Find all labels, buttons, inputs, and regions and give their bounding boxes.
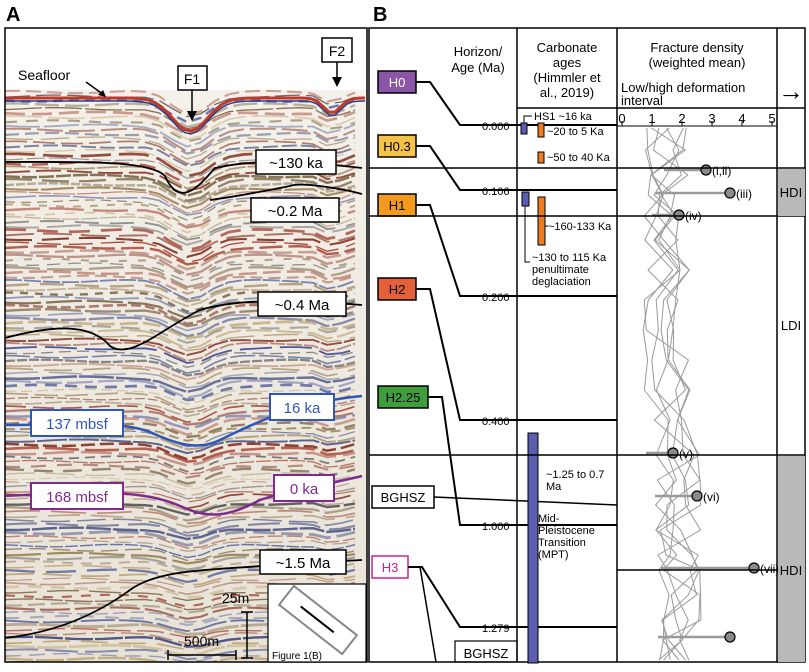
fracture-point xyxy=(700,164,712,176)
age-label: 1.000 xyxy=(482,521,510,533)
fracture-tick-label: 3 xyxy=(708,111,715,126)
interval-label: HDI xyxy=(780,185,802,200)
hdi-band-1 xyxy=(778,169,805,216)
scale-vertical-label: 25m xyxy=(222,590,249,606)
fracture-header: Fracture density(weighted mean) Low/high… xyxy=(621,40,745,108)
fracture-point-label: (vii) xyxy=(760,562,779,576)
horizon-label-box xyxy=(255,149,337,175)
horizon-label: ~0.4 Ma xyxy=(275,297,330,314)
fracture-point xyxy=(724,187,736,199)
horizon-box-label: H2 xyxy=(389,282,406,297)
fracture-point xyxy=(724,631,736,643)
fault-f1-label: F1 xyxy=(184,71,201,87)
horizon-label-box xyxy=(250,197,340,223)
fracture-tick-label: 5 xyxy=(768,111,775,126)
age-label: 0.400 xyxy=(482,416,510,428)
horizon-age-header-text: Horizon/Age (Ma) xyxy=(451,44,504,75)
inset-footprint xyxy=(277,584,359,656)
horizon-0.2ma xyxy=(209,183,363,201)
age-label: 0.000 xyxy=(482,121,510,133)
carbonate-ages xyxy=(520,115,548,664)
fracture-point-label: (iii) xyxy=(736,187,752,201)
age-label: 1.279 xyxy=(482,623,510,635)
age-labels: 0.000 0.106 0.200 0.400 1.000 1.279 xyxy=(482,121,510,635)
arrow-icon: → xyxy=(778,76,804,106)
horizon-label-box xyxy=(259,549,347,575)
fracture-point-label: (i,ii) xyxy=(712,164,731,178)
horizon-label: ~0.2 Ma xyxy=(268,203,323,220)
panel-b-label: B xyxy=(373,4,387,26)
horizon-box-label: H3 xyxy=(382,560,399,575)
fracture-tick-label: 4 xyxy=(738,111,745,126)
age-label: 0.106 xyxy=(482,186,510,198)
horizon-box-label: H0.3 xyxy=(383,139,410,154)
age-label-0ka: 0 ka xyxy=(290,481,319,498)
age-label-box-0ka xyxy=(273,474,335,502)
horizon-box-label: BGHSZ xyxy=(381,490,426,505)
interval-label: HDI xyxy=(780,563,802,578)
scale-horizontal-label: 500m xyxy=(184,633,219,649)
fracture-point-label: (v) xyxy=(679,447,693,461)
depth-label-137: 137 mbsf xyxy=(46,416,109,433)
fracture-point-label: (vi) xyxy=(703,490,720,504)
carbonate-labels: HS1 ~16 ka ~20 to 5 Ka ~50 to 40 Ka ~160-13… xyxy=(532,111,612,561)
horizon-box-label: H2.25 xyxy=(386,390,421,405)
horizon-label: ~130 ka xyxy=(269,155,323,172)
fracture-point xyxy=(673,209,685,221)
seismic-frame xyxy=(4,27,368,663)
fracture-point xyxy=(667,447,679,459)
fracture-header-text: Fracture density(weighted mean) xyxy=(649,40,746,70)
carbonate-label: ~50 to 40 Ka xyxy=(547,152,611,164)
seafloor-label: Seafloor xyxy=(18,67,70,83)
carbonate-label: HS1 ~16 ka xyxy=(534,111,593,123)
depth-label-box-137 xyxy=(30,409,124,437)
carbonate-label: ~160-133 Ka xyxy=(548,221,612,233)
horizon-age-header: Horizon/Age (Ma) xyxy=(451,44,504,75)
bghsz-bottom-label: BGHSZ xyxy=(464,646,509,661)
fault-f2-label: F2 xyxy=(329,43,346,59)
fracture-point xyxy=(691,490,703,502)
carbonate-label: ~20 to 5 Ka xyxy=(547,126,604,138)
fracture-point xyxy=(748,562,760,574)
panel-b-frame xyxy=(368,27,806,663)
horizon-label: ~1.5 Ma xyxy=(276,555,331,572)
fracture-profiles xyxy=(642,127,702,661)
interval-label: LDI xyxy=(781,318,801,333)
fault-f2-box xyxy=(321,37,353,63)
fracture-axis: 0 1 2 3 4 5 xyxy=(618,111,776,126)
age-label: 0.200 xyxy=(482,292,510,304)
inset-label: Figure 1(B) xyxy=(272,651,322,662)
hdi-band-2 xyxy=(778,456,805,662)
fracture-tick-label: 0 xyxy=(618,111,625,126)
age-label-16ka: 16 ka xyxy=(284,400,321,417)
depth-label-168: 168 mbsf xyxy=(46,489,109,506)
age-label-box-16ka xyxy=(269,393,335,421)
horizon-box-label: H0 xyxy=(389,75,406,90)
horizon-label-box xyxy=(257,291,347,317)
panel-a-label: A xyxy=(6,4,20,26)
horizon-box-label: H1 xyxy=(389,198,406,213)
fracture-tick-label: 2 xyxy=(678,111,685,126)
fracture-tick-label: 1 xyxy=(648,111,655,126)
depth-label-box-168 xyxy=(30,482,124,510)
